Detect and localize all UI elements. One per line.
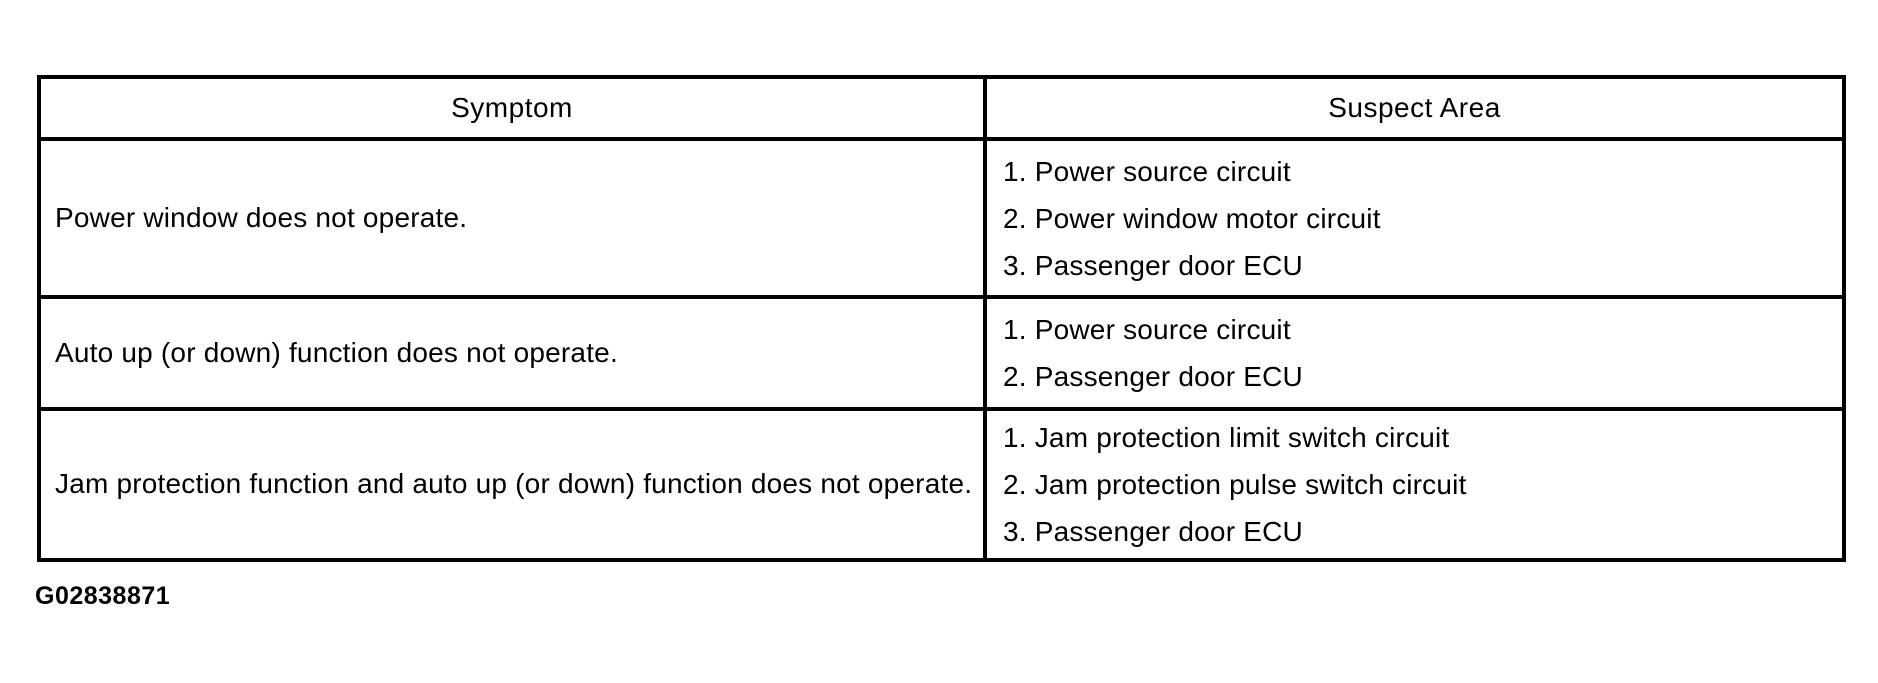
suspect-area-item: 3. Passenger door ECU: [1003, 249, 1303, 281]
symptom-text: Auto up (or down) function does not oper…: [55, 337, 618, 368]
column-header-suspect-area: Suspect Area: [983, 75, 1846, 141]
symptom-suspect-table: Symptom Suspect Area Power window does n…: [37, 75, 1846, 563]
symptom-cell: Auto up (or down) function does not oper…: [37, 295, 987, 411]
table-row: Power window does not operate. 1. Power …: [37, 136, 1846, 300]
suspect-area-item: 1. Power source circuit: [1003, 314, 1291, 345]
suspect-area-item: 2. Passenger door ECU: [1003, 361, 1303, 392]
suspect-area-item: 2. Jam protection pulse switch circuit: [1003, 468, 1467, 500]
suspect-area-cell: 1. Jam protection limit switch circuit 2…: [983, 406, 1846, 563]
symptom-cell: Jam protection function and auto up (or …: [37, 406, 987, 563]
suspect-area-cell: 1. Power source circuit 2. Passenger doo…: [983, 295, 1846, 411]
suspect-area-item: 1. Jam protection limit switch circuit: [1003, 421, 1450, 453]
symptom-text: Power window does not operate.: [55, 202, 468, 234]
table-header-row: Symptom Suspect Area: [37, 75, 1846, 141]
symptom-text: Jam protection function and auto up (or …: [55, 468, 973, 500]
suspect-area-item: 3. Passenger door ECU: [1003, 515, 1303, 547]
figure-id-label: G02838871: [35, 582, 171, 610]
suspect-area-cell: 1. Power source circuit 2. Power window …: [983, 136, 1846, 300]
symptom-cell: Power window does not operate.: [37, 136, 987, 300]
table-row: Jam protection function and auto up (or …: [37, 406, 1846, 563]
column-header-symptom: Symptom: [37, 75, 987, 141]
suspect-area-item: 1. Power source circuit: [1003, 155, 1291, 187]
table-row: Auto up (or down) function does not oper…: [37, 295, 1846, 411]
suspect-area-item: 2. Power window motor circuit: [1003, 202, 1381, 234]
